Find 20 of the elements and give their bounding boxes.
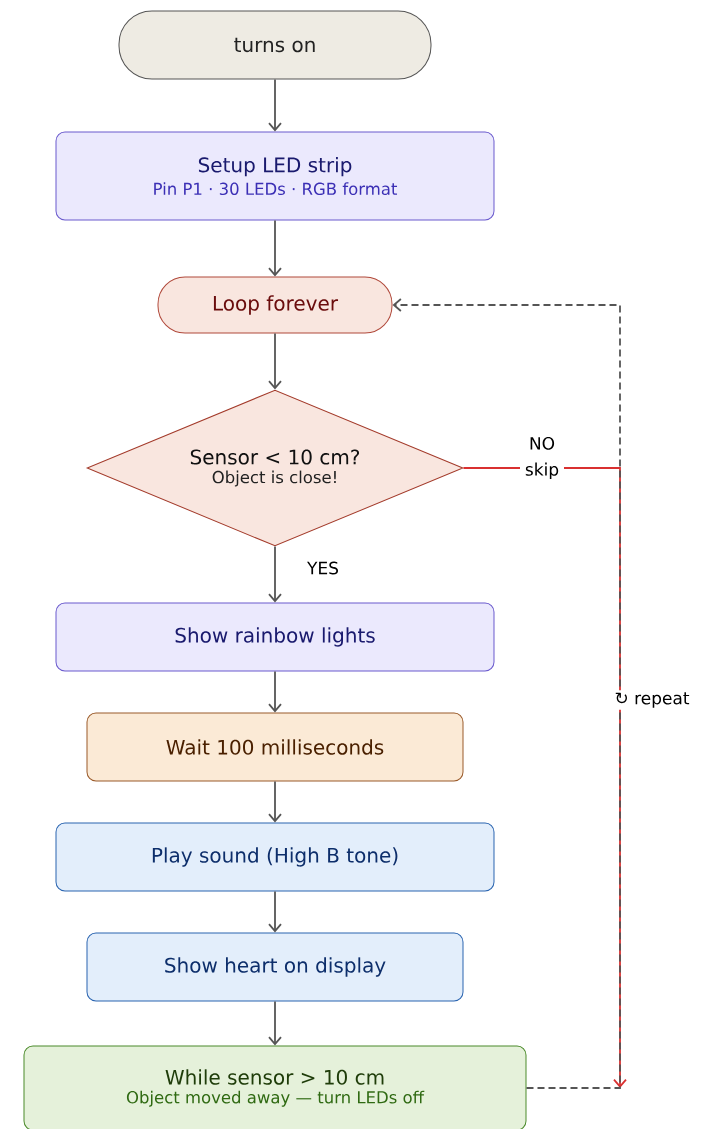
arrow [268,780,282,823]
process-box: Show rainbow lights [55,602,495,672]
edge-label: YES [305,559,341,577]
arrow [268,219,282,277]
edge-label: ↻ repeat [612,690,692,710]
terminal-pill: Loop forever [157,276,393,334]
arrow [268,670,282,713]
arrow [268,1000,282,1046]
arrow [268,545,282,603]
arrow [392,298,621,1089]
process-box: Wait 100 milliseconds [86,712,464,782]
arrow [268,332,282,390]
terminal-pill: turns on [118,10,432,80]
process-box: While sensor > 10 cm Object moved away — turn LEDs off [23,1045,527,1129]
process-box: Show heart on display [86,932,464,1002]
edge-label: NO skip [520,434,564,482]
process-box: Play sound (High B tone) [55,822,495,892]
arrow [268,78,282,132]
process-box: Setup LED strip Pin P1 · 30 LEDs · RGB format [55,131,495,221]
arrow [268,890,282,933]
